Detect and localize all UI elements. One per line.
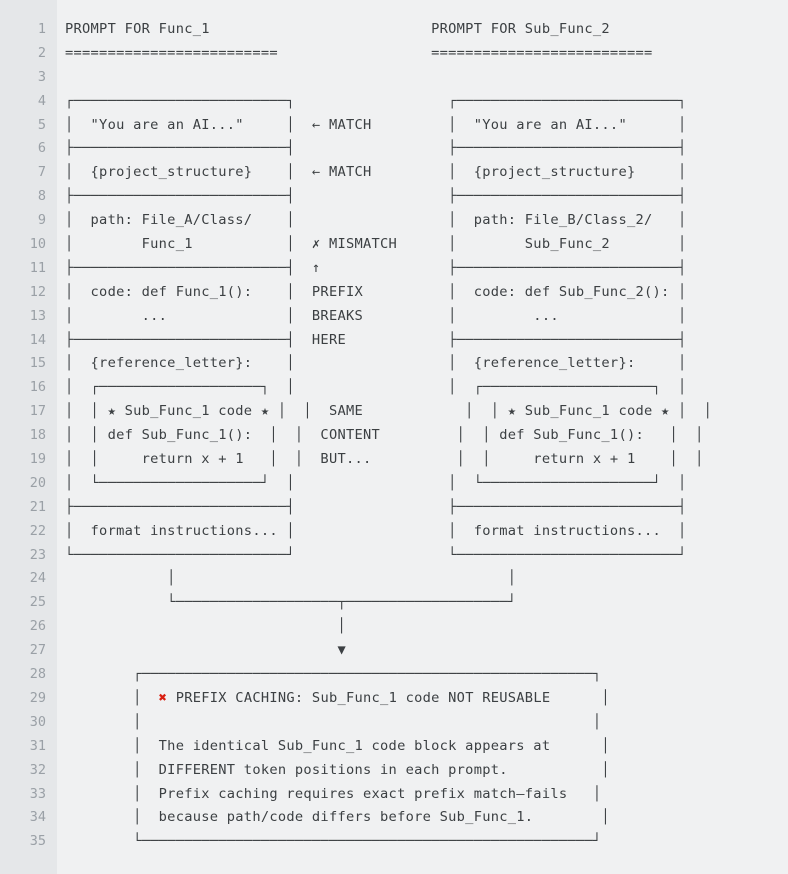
code-line[interactable] (57, 66, 788, 90)
code-line[interactable]: │ Func_1 │ ✗ MISMATCH │ Sub_Func_2 │ (65, 236, 687, 253)
code-line[interactable]: ▼ (65, 642, 346, 659)
line-number: 20 (29, 474, 46, 491)
code-line[interactable]: │ ┌───────────────────┐ │ │ ┌───────────… (65, 379, 687, 396)
line-number: 16 (29, 379, 46, 396)
code-line[interactable]: ├─────────────────────────┤ ↑ ├─────────… (65, 259, 687, 276)
line-number: 13 (29, 307, 46, 324)
code-line[interactable]: ┌───────────────────────────────────────… (65, 666, 602, 683)
line-number: 4 (37, 92, 46, 109)
line-number: 10 (29, 236, 46, 253)
code-line[interactable]: └───────────────────────────────────────… (65, 833, 602, 850)
line-number: 32 (29, 761, 46, 778)
line-number: 21 (29, 498, 46, 515)
line-number: 28 (29, 666, 46, 683)
code-line[interactable]: ========================= ==============… (65, 44, 653, 61)
code-line[interactable]: │ ✖ PREFIX CACHING: Sub_Func_1 code NOT … (65, 689, 610, 706)
line-number: 3 (37, 68, 46, 85)
line-number: 11 (29, 259, 46, 276)
red-x-mark-icon: ✖ (158, 689, 168, 706)
line-number: 24 (29, 570, 46, 587)
line-number: 29 (29, 689, 46, 706)
code-line[interactable]: PROMPT FOR Func_1 PROMPT FOR Sub_Func_2 (65, 21, 610, 37)
code-line[interactable]: │ format instructions... │ │ format inst… (65, 522, 687, 539)
code-line[interactable]: │ DIFFERENT token positions in each prom… (65, 761, 610, 778)
line-number: 8 (37, 188, 46, 205)
code-line[interactable]: │ │ def Sub_Func_1(): │ │ CONTENT │ │ de… (65, 427, 704, 444)
code-line[interactable]: │ code: def Func_1(): │ PREFIX │ code: d… (65, 283, 687, 300)
code-line-list: PROMPT FOR Func_1 PROMPT FOR Sub_Func_2 =… (57, 18, 788, 854)
line-number: 25 (29, 594, 46, 611)
code-line[interactable]: │ {reference_letter}: │ │ {reference_let… (65, 355, 687, 372)
line-number: 15 (29, 355, 46, 372)
line-number: 22 (29, 522, 46, 539)
code-line[interactable]: │ ... │ BREAKS │ ... │ (65, 307, 687, 324)
code-line[interactable]: │ because path/code differs before Sub_F… (65, 809, 610, 826)
line-number: 2 (37, 44, 46, 61)
line-number: 14 (29, 331, 46, 348)
code-line[interactable]: │ │ (65, 570, 517, 587)
line-number: 17 (29, 403, 46, 420)
line-number: 9 (37, 212, 46, 229)
line-number: 18 (29, 427, 46, 444)
line-number: 1 (37, 21, 46, 37)
code-line[interactable]: │ path: File_A/Class/ │ │ path: File_B/C… (65, 212, 687, 229)
code-line[interactable]: └─────────────────────────┘ └───────────… (65, 546, 687, 563)
code-content-area[interactable]: PROMPT FOR Func_1 PROMPT FOR Sub_Func_2 =… (57, 0, 788, 874)
code-line[interactable]: ├─────────────────────────┤ HERE ├──────… (65, 331, 687, 348)
code-line[interactable]: │ Prefix caching requires exact prefix m… (65, 785, 602, 802)
line-number: 23 (29, 546, 46, 563)
code-line[interactable]: ├─────────────────────────┤ ├───────────… (65, 140, 687, 157)
line-number: 7 (37, 164, 46, 181)
line-number: 26 (29, 618, 46, 635)
code-line[interactable]: │ └───────────────────┘ │ │ └───────────… (65, 474, 687, 491)
line-number: 31 (29, 737, 46, 754)
code-line[interactable]: │ {project_structure} │ ← MATCH │ {proje… (65, 164, 687, 181)
line-number: 12 (29, 283, 46, 300)
line-number: 30 (29, 713, 46, 730)
code-line[interactable]: │ │ return x + 1 │ │ BUT... │ │ return x… (65, 451, 704, 468)
line-number: 34 (29, 809, 46, 826)
line-number: 6 (37, 140, 46, 157)
line-number: 27 (29, 642, 46, 659)
line-number: 33 (29, 785, 46, 802)
code-line[interactable]: │ (65, 618, 346, 635)
code-line[interactable]: │ The identical Sub_Func_1 code block ap… (65, 737, 610, 754)
code-line[interactable]: ├─────────────────────────┤ ├───────────… (65, 498, 687, 515)
line-number: 35 (29, 833, 46, 850)
code-line[interactable]: │ │ ★ Sub_Func_1 code ★ │ │ SAME │ │ ★ S… (65, 403, 713, 420)
code-line[interactable]: └───────────────────┬───────────────────… (65, 594, 517, 611)
code-line[interactable]: │ "You are an AI..." │ ← MATCH │ "You ar… (65, 116, 687, 133)
line-number: 5 (37, 116, 46, 133)
code-line[interactable]: │ │ (65, 713, 602, 730)
line-number: 19 (29, 451, 46, 468)
code-line[interactable]: ├─────────────────────────┤ ├───────────… (65, 188, 687, 205)
code-line[interactable]: ┌─────────────────────────┐ ┌───────────… (65, 92, 687, 109)
